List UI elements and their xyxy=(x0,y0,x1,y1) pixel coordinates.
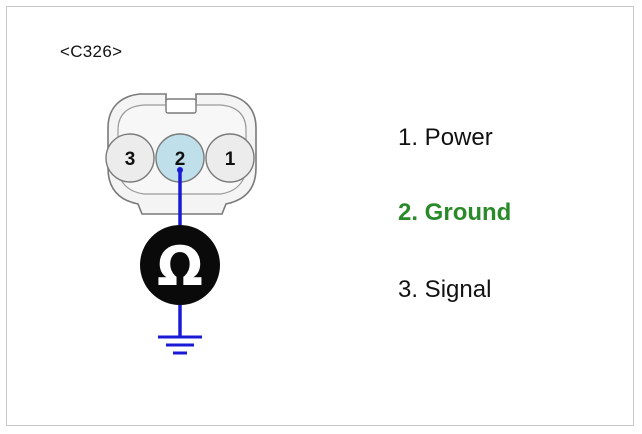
legend-pin-3-signal: 3. Signal xyxy=(398,276,492,303)
pin-cavity-1: 1 xyxy=(205,133,255,183)
pin-cavity-3: 3 xyxy=(105,133,155,183)
pin-cavity-2: 2 xyxy=(155,133,205,183)
pin-number-2: 2 xyxy=(175,149,186,170)
probe-contact-dot xyxy=(177,167,183,173)
pin-number-3: 3 xyxy=(125,149,136,170)
connector-latch xyxy=(165,98,197,114)
legend-pin-1-power: 1. Power xyxy=(398,124,493,151)
diagram-frame xyxy=(6,6,634,426)
connector-id-label: <C326> xyxy=(60,42,123,61)
pin-number-1: 1 xyxy=(225,149,236,170)
ohm-symbol: Ω xyxy=(157,235,203,298)
legend-pin-2-ground: 2. Ground xyxy=(398,199,512,226)
ohmmeter-icon: Ω xyxy=(140,225,220,305)
ground-symbol-icon xyxy=(158,335,202,355)
